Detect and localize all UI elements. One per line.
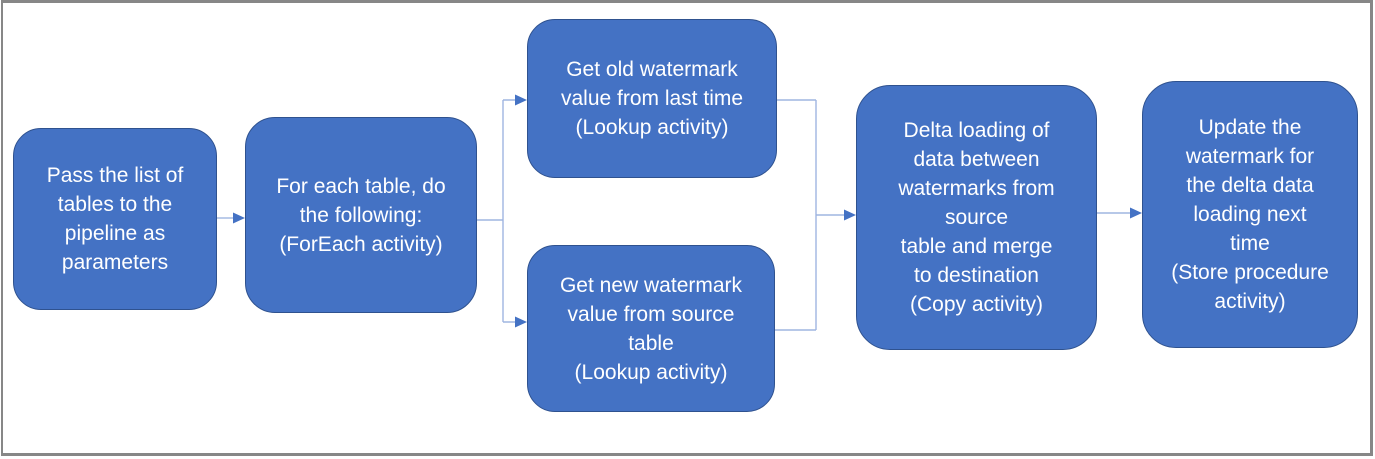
node-label: Get old watermark value from last time (… — [560, 58, 744, 139]
connector-pass-list-to-foreach — [217, 212, 245, 224]
arrow-right-icon — [515, 316, 527, 328]
arrow-right-icon — [515, 94, 527, 106]
arrow-right-icon — [1130, 207, 1142, 219]
node-label: Get new watermark value from source tabl… — [559, 273, 743, 384]
node-label: For each table, do the following: (ForEa… — [276, 174, 446, 256]
node-delta-loading: Delta loading of data between watermarks… — [856, 85, 1097, 350]
connector-lookups-merge — [775, 99, 856, 331]
node-get-old-watermark: Get old watermark value from last time (… — [527, 19, 777, 178]
arrow-right-icon — [844, 209, 856, 221]
node-get-new-watermark: Get new watermark value from source tabl… — [527, 245, 775, 412]
node-label: Pass the list of tables to the pipeline … — [46, 164, 184, 274]
node-label: Update the watermark for the delta data … — [1171, 116, 1329, 313]
node-foreach: For each table, do the following: (ForEa… — [245, 117, 477, 313]
arrow-right-icon — [233, 212, 245, 224]
connector-delta-to-update — [1097, 207, 1142, 219]
connector-foreach-split — [477, 94, 527, 328]
node-pass-list: Pass the list of tables to the pipeline … — [13, 128, 217, 310]
node-label: Delta loading of data between watermarks… — [898, 119, 1055, 316]
node-update-watermark: Update the watermark for the delta data … — [1142, 81, 1358, 348]
